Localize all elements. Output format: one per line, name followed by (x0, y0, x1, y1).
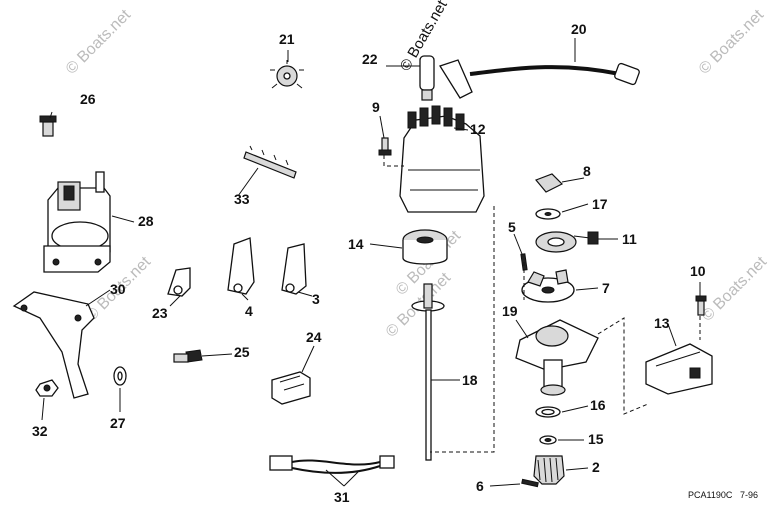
callout-17: 17 (592, 196, 608, 212)
part-22-boot (419, 55, 435, 101)
drawing-date: 7-96 (740, 490, 758, 500)
watermark: © Boats.net (699, 253, 771, 325)
callout-32: 32 (32, 423, 48, 439)
callout-9: 9 (372, 99, 380, 115)
part-26-bolt (39, 115, 57, 137)
callout-33: 33 (234, 191, 250, 207)
part-32-nut (35, 379, 59, 397)
part-7-shutter (521, 269, 575, 303)
part-16-ring (535, 406, 561, 418)
callout-31: 31 (334, 489, 350, 505)
part-3-strap (281, 243, 307, 295)
callout-26: 26 (80, 91, 96, 107)
part-21-retainer (270, 60, 304, 89)
part-31-wire-harness (269, 455, 395, 474)
drawing-number: PCA1190C (688, 490, 733, 500)
part-15-washer (539, 435, 557, 445)
watermark: © Boats.net (696, 6, 768, 78)
callout-7: 7 (602, 280, 610, 296)
callout-23: 23 (152, 305, 168, 321)
part-24-connector (271, 371, 311, 405)
part-11-sensor (535, 231, 599, 253)
callout-21: 21 (279, 31, 295, 47)
callout-16: 16 (590, 397, 606, 413)
part-27-washer (113, 366, 127, 386)
part-4-strap (227, 237, 255, 295)
part-23-ground-strap (167, 267, 191, 297)
callout-11: 11 (622, 231, 637, 247)
part-12-distributor-cap (399, 105, 485, 213)
part-18-shaft (411, 283, 445, 461)
callout-15: 15 (588, 431, 604, 447)
part-19-distributor-housing (515, 319, 599, 396)
callout-18: 18 (462, 372, 478, 388)
part-10-screw (695, 295, 707, 316)
part-2-gear (533, 455, 565, 485)
part-6-pin (521, 478, 539, 488)
callout-22: 22 (362, 51, 378, 67)
part-28-ignition-coil (43, 171, 111, 273)
part-17-washer (535, 208, 561, 220)
watermark: © Boats.net (63, 6, 135, 78)
part-9-screw (378, 137, 392, 156)
callout-24: 24 (306, 329, 322, 345)
callout-4: 4 (245, 303, 253, 319)
part-33-wire-retainer (243, 145, 297, 179)
callout-25: 25 (234, 344, 250, 360)
callout-14: 14 (348, 236, 364, 252)
callout-8: 8 (583, 163, 591, 179)
callout-12: 12 (470, 121, 486, 137)
callouts: 26 21 22 20 9 12 8 17 5 11 14 7 10 13 19… (32, 21, 706, 505)
drawing-code: PCA1190C 7-96 (688, 490, 758, 500)
part-8-plate (534, 173, 564, 193)
callout-27: 27 (110, 415, 126, 431)
callout-3: 3 (312, 291, 320, 307)
assembly-lines (383, 155, 701, 453)
callout-19: 19 (502, 303, 518, 319)
leader-lines (41, 38, 701, 487)
callout-20: 20 (571, 21, 587, 37)
part-20-high-tension-lead (439, 59, 640, 99)
callout-5: 5 (508, 219, 516, 235)
callout-13: 13 (654, 315, 670, 331)
part-13-module (645, 343, 713, 395)
callout-30: 30 (110, 281, 126, 297)
callout-6: 6 (476, 478, 484, 494)
callout-10: 10 (690, 263, 706, 279)
part-25-bolt (173, 349, 203, 363)
part-14-rotor (402, 229, 448, 265)
callout-28: 28 (138, 213, 154, 229)
part-30-bracket (12, 291, 95, 399)
callout-2: 2 (592, 459, 600, 475)
